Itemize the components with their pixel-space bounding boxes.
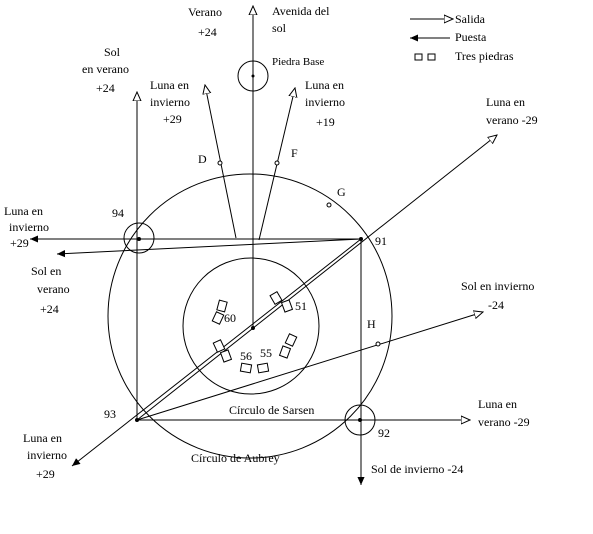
sol-verano-w-label: verano xyxy=(37,282,70,296)
legend: Salida Puesta Tres piedras xyxy=(410,12,514,63)
sol-verano-label: Sol xyxy=(104,45,121,59)
point-94 xyxy=(137,237,141,241)
heel-stone-dot xyxy=(251,74,255,78)
circulo-sarsen-label: Círculo de Sarsen xyxy=(229,403,314,417)
point-f xyxy=(274,160,280,166)
legend-tres-piedras-label: Tres piedras xyxy=(455,49,514,63)
winter-moon-west-line xyxy=(56,238,362,258)
letter-h: H xyxy=(367,317,376,331)
point-93 xyxy=(135,418,139,422)
stone-number-55: 55 xyxy=(260,346,272,360)
legend-stone-icon xyxy=(414,53,423,61)
point-g xyxy=(326,202,332,208)
winter-moon-sw-line xyxy=(71,238,362,467)
station-number-92: 92 xyxy=(378,426,390,440)
luna-invierno-left-value: +29 xyxy=(163,112,182,126)
stone-number-56: 56 xyxy=(240,349,252,363)
stone-number-60: 60 xyxy=(224,311,236,325)
sol-verano-w-value: +24 xyxy=(40,302,59,316)
center-dot xyxy=(251,326,255,330)
luna-invierno-left-label: Luna en xyxy=(150,78,189,92)
luna-invierno-sw-value: +29 xyxy=(36,467,55,481)
summer-moon-ne-line xyxy=(136,135,497,421)
luna-invierno-right-label: Luna en xyxy=(305,78,344,92)
verano-top-label: Verano xyxy=(188,5,222,19)
letter-d: D xyxy=(198,152,207,166)
winter-sun-east-line xyxy=(136,312,483,421)
luna-invierno-sw-label: Luna en xyxy=(23,431,62,445)
luna-invierno-w-value: +29 xyxy=(10,236,29,250)
sol-verano-w-label: Sol en xyxy=(31,264,61,278)
avenida-label: sol xyxy=(272,21,287,35)
station-number-91: 91 xyxy=(375,234,387,248)
sarsen-circle xyxy=(182,257,320,395)
luna-invierno-right-value: +19 xyxy=(316,115,335,129)
inner-stones xyxy=(211,290,298,374)
letter-g: G xyxy=(337,185,346,199)
luna-invierno-right-label: invierno xyxy=(305,95,345,109)
legend-stone-icon xyxy=(427,53,436,61)
sol-verano-value: +24 xyxy=(96,81,115,95)
luna-verano-ne-label: Luna en xyxy=(486,95,525,109)
point-91 xyxy=(359,237,363,241)
circulo-aubrey-label: Círculo de Aubrey xyxy=(191,451,280,465)
legend-salida-label: Salida xyxy=(455,12,486,26)
stone-number-51: 51 xyxy=(295,299,307,313)
luna-invierno-w-label: invierno xyxy=(9,220,49,234)
point-92 xyxy=(358,418,362,422)
avenida-label: Avenida del xyxy=(272,4,330,18)
luna-verano-e-label: verano -29 xyxy=(478,415,530,429)
sol-verano-label: en verano xyxy=(82,62,129,76)
point-d xyxy=(217,160,223,166)
station-number-94: 94 xyxy=(112,206,124,220)
legend-puesta-label: Puesta xyxy=(455,30,487,44)
sol-invierno-e-label: Sol en invierno xyxy=(461,279,534,293)
station-94-circle xyxy=(123,222,155,254)
letter-f: F xyxy=(291,146,298,160)
station-number-93: 93 xyxy=(104,407,116,421)
verano-top-value: +24 xyxy=(198,25,217,39)
luna-verano-e-label: Luna en xyxy=(478,397,517,411)
luna-invierno-left-label: invierno xyxy=(150,95,190,109)
point-h xyxy=(375,341,381,347)
sol-invierno-e-value: -24 xyxy=(488,298,504,312)
piedra-base-label: Piedra Base xyxy=(272,56,324,68)
luna-verano-ne-label: verano -29 xyxy=(486,113,538,127)
aubrey-circle xyxy=(107,173,393,459)
sol-invierno-s-label: Sol de invierno -24 xyxy=(371,462,463,476)
luna-invierno-w-label: Luna en xyxy=(4,204,43,218)
luna-invierno-sw-label: invierno xyxy=(27,448,67,462)
